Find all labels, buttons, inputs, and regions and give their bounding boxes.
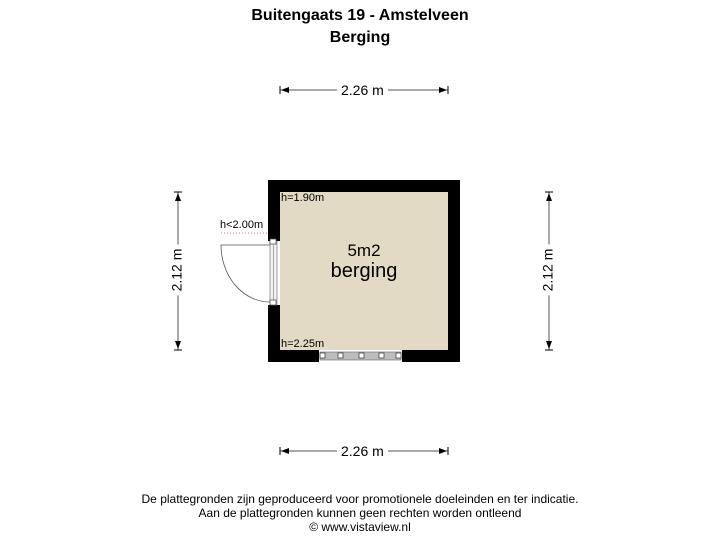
room-floor (280, 192, 448, 350)
dimension-left-label: 2.12 m (168, 244, 185, 296)
door-height-label: h<2.00m (220, 219, 264, 231)
dimension-bottom-label: 2.26 m (337, 443, 388, 459)
copyright-link: © www.vistaview.nl (309, 520, 411, 534)
dimension-right-label: 2.12 m (539, 244, 556, 296)
disclaimer-line-1: De plattegronden zijn geproduceerd voor … (141, 492, 579, 506)
room-name: berging (330, 260, 398, 282)
page-subtitle: Berging (329, 29, 391, 46)
ceiling-height-bottom: h=2.25m (281, 338, 325, 350)
disclaimer-line-2: Aan de plattegronden kunnen geen rechten… (198, 506, 522, 520)
disclaimer: De plattegronden zijn geproduceerd voor … (0, 492, 720, 534)
ceiling-height-top: h=1.90m (281, 192, 325, 204)
room-area: 5m2 (347, 241, 381, 260)
dimension-top-label: 2.26 m (337, 82, 388, 98)
door-swing (220, 244, 271, 303)
page-title: Buitengaats 19 - Amstelveen (251, 7, 469, 24)
